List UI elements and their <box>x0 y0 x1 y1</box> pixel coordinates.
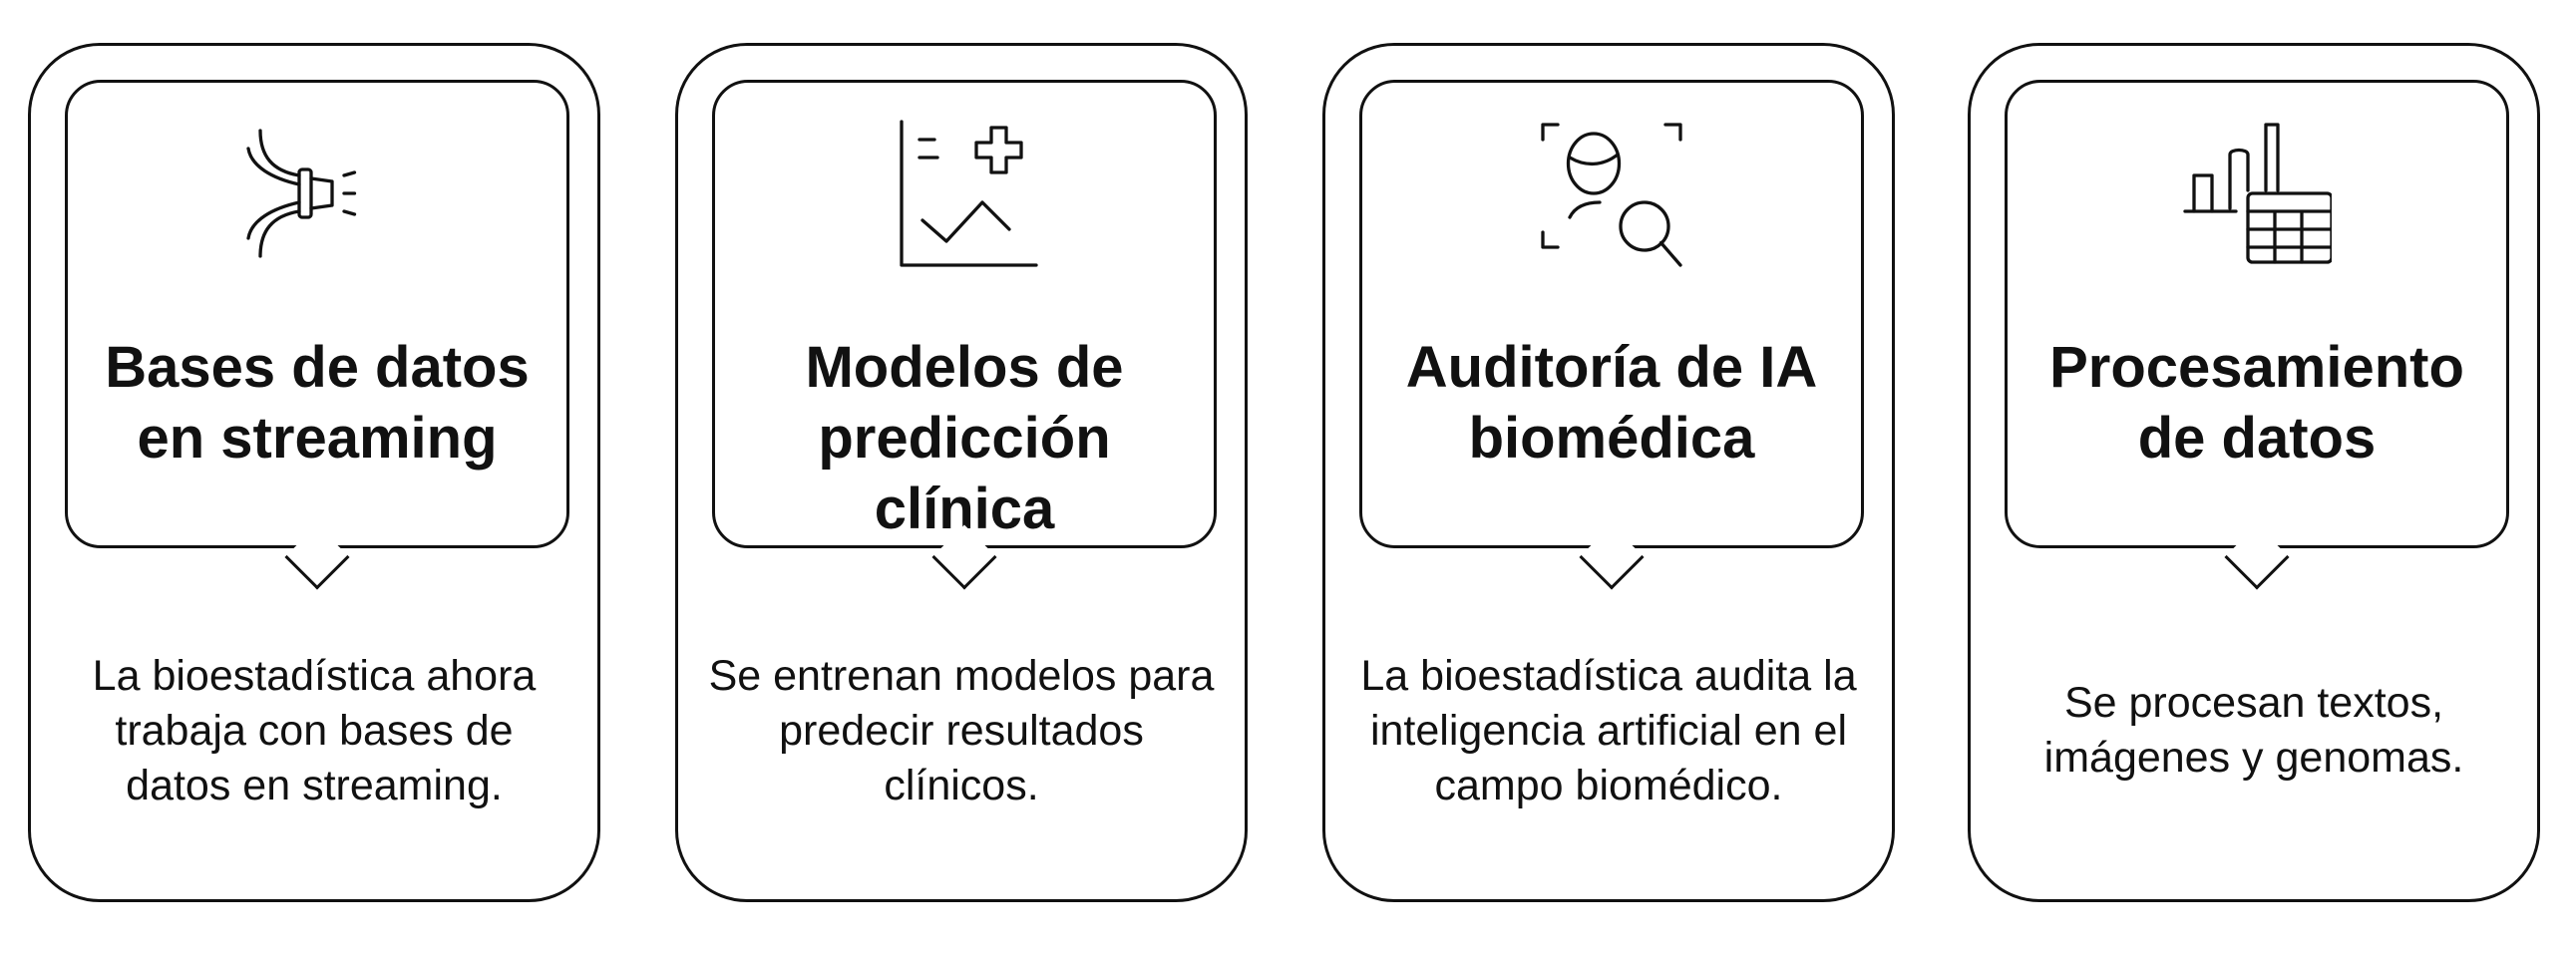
data-table-chart-icon <box>2182 119 2334 268</box>
card-clinical-prediction: Modelos de predicción clínica Se entrena… <box>675 43 1248 902</box>
card-title: Procesamiento de datos <box>2049 335 2464 471</box>
bubble-pointer <box>284 524 350 590</box>
bubble-pointer <box>2224 524 2290 590</box>
card-description: Se entrenan modelos para predecir result… <box>708 651 1215 809</box>
card-header-bubble: Modelos de predicción clínica <box>712 80 1217 590</box>
card-description: La bioestadística audita la inteligencia… <box>1360 651 1857 809</box>
ai-audit-search-icon <box>1537 119 1686 268</box>
streaming-cable-icon <box>242 119 392 268</box>
card-header-bubble: Procesamiento de datos <box>2005 80 2509 590</box>
card-biomedical-ai-audit: Auditoría de IA biomédica La bioestadíst… <box>1322 43 1895 902</box>
card-description: Se procesan textos, imágenes y genomas. <box>2043 679 2464 782</box>
card-title: Bases de datos en streaming <box>105 335 530 471</box>
clinical-chart-icon <box>890 119 1039 268</box>
bubble-pointer <box>1579 524 1645 590</box>
card-header-bubble: Auditoría de IA biomédica <box>1359 80 1864 590</box>
card-header-bubble: Bases de datos en streaming <box>65 80 569 590</box>
card-data-processing: Procesamiento de datos Se procesan texto… <box>1968 43 2540 902</box>
card-description: La bioestadística ahora trabaja con base… <box>92 651 537 809</box>
card-title: Modelos de predicción clínica <box>805 335 1124 541</box>
card-title: Auditoría de IA biomédica <box>1405 335 1818 471</box>
card-streaming-databases: Bases de datos en streaming La bioestadí… <box>28 43 600 902</box>
